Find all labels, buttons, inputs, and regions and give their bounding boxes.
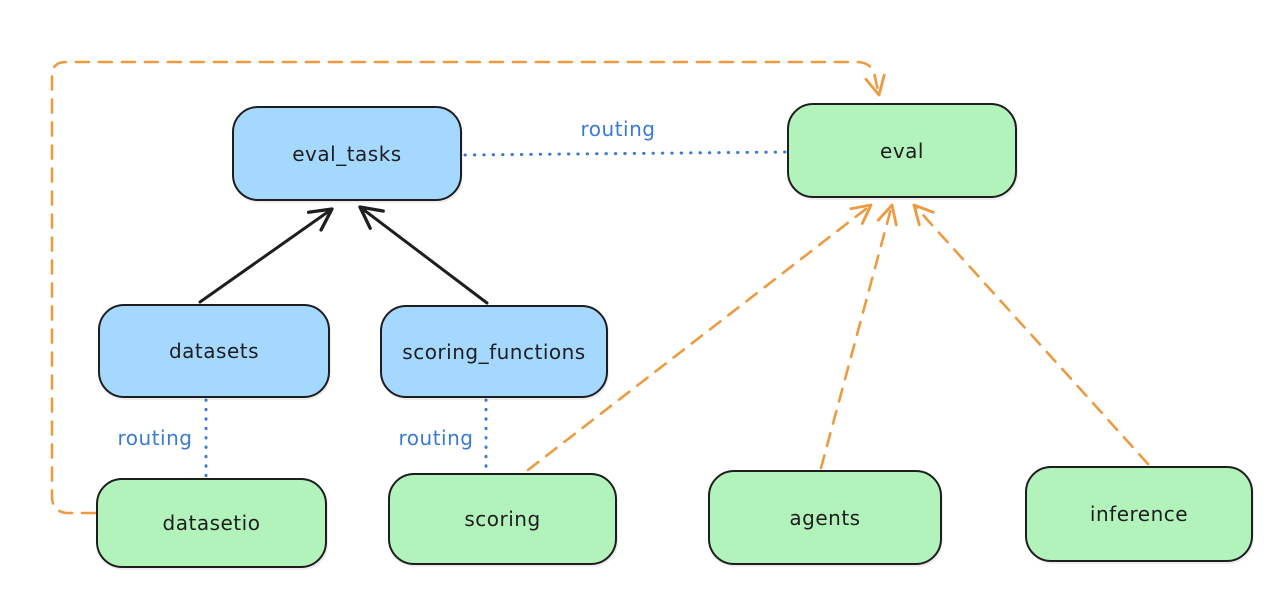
node-datasetio-label: datasetio: [162, 511, 261, 535]
node-inference: inference: [1025, 466, 1253, 562]
node-eval-tasks-label: eval_tasks: [292, 141, 402, 166]
edge-agents-to-eval: [819, 203, 898, 470]
node-eval: eval: [787, 103, 1017, 198]
node-agents-label: agents: [789, 505, 861, 530]
edge-label-routing-datasets: routing: [117, 426, 193, 450]
edge-label-routing-scoring: routing: [398, 426, 474, 450]
node-scoring-label: scoring: [464, 507, 541, 531]
node-scoring-functions: scoring_functions: [380, 305, 608, 398]
node-scoring-functions-label: scoring_functions: [402, 339, 586, 364]
edge-datasets-to-eval-tasks: [198, 207, 334, 304]
node-datasetio: datasetio: [96, 478, 327, 568]
node-scoring: scoring: [388, 473, 617, 565]
node-eval-label: eval: [880, 138, 924, 163]
edge-scoring-functions-to-eval-tasks: [358, 205, 489, 305]
node-agents: agents: [708, 470, 942, 565]
node-datasets: datasets: [98, 304, 330, 398]
edge-eval-tasks-to-eval-routing: [463, 150, 788, 157]
edge-label-routing-top: routing: [580, 117, 656, 141]
node-datasets-label: datasets: [168, 339, 260, 363]
node-inference-label: inference: [1089, 502, 1189, 526]
node-eval-tasks: eval_tasks: [232, 106, 462, 201]
edge-inference-to-eval: [912, 203, 1150, 466]
